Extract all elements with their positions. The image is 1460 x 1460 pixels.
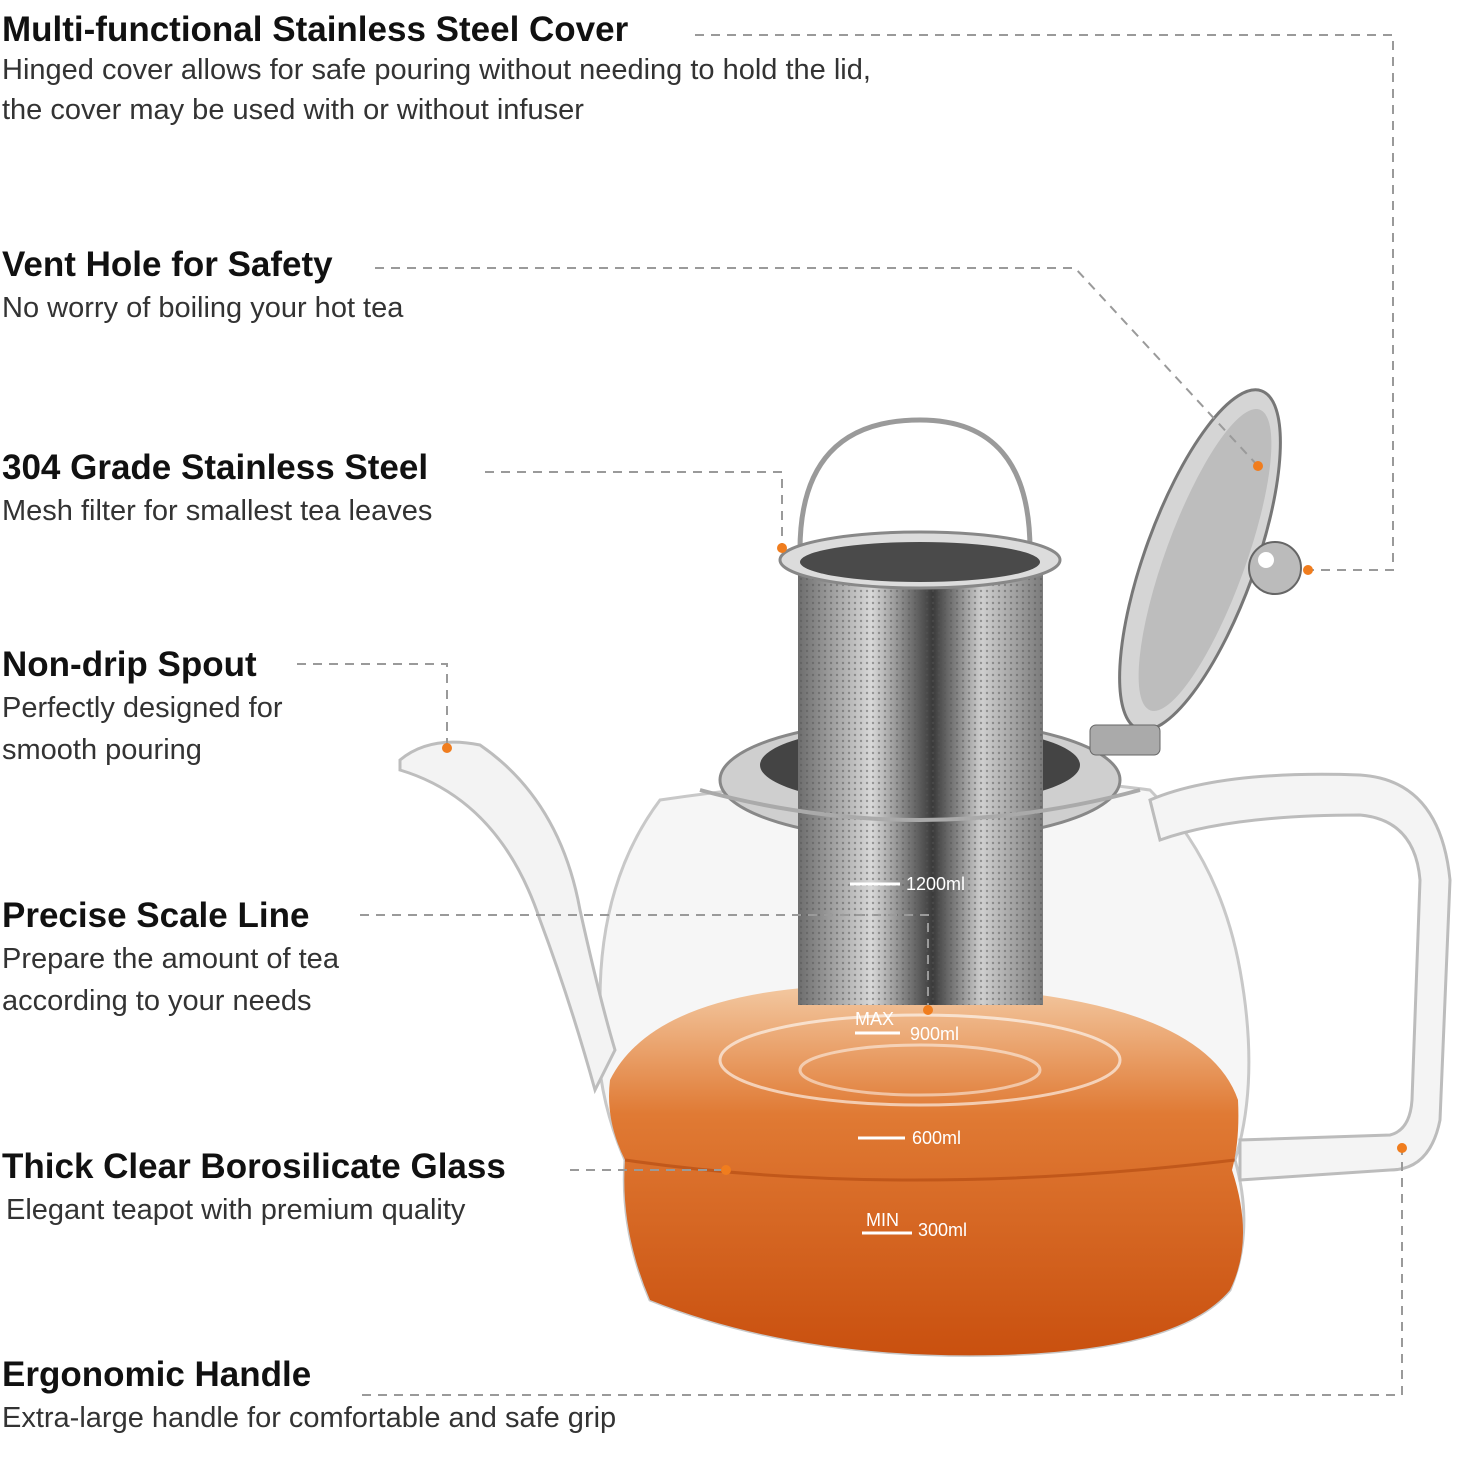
feature-desc: Extra-large handle for comfortable and s…: [2, 1402, 617, 1434]
dot-glass: [721, 1165, 731, 1175]
feature-spout: Non-drip Spout Perfectly designed for sm…: [2, 645, 282, 771]
dot-vent: [1253, 461, 1263, 471]
feature-title: Non-drip Spout: [2, 645, 257, 684]
scale-600: 600ml: [912, 1128, 961, 1148]
feature-glass: Thick Clear Borosilicate Glass Elegant t…: [2, 1147, 506, 1231]
feature-title: Thick Clear Borosilicate Glass: [2, 1147, 506, 1186]
feature-vent: Vent Hole for Safety No worry of boiling…: [2, 245, 403, 329]
scale-300: 300ml: [918, 1220, 967, 1240]
feature-title: Vent Hole for Safety: [2, 245, 333, 284]
dot-scale: [923, 1005, 933, 1015]
feature-handle: Ergonomic Handle Extra-large handle for …: [2, 1355, 616, 1439]
leader-cover: [695, 34, 1394, 571]
glass-body: [596, 775, 1251, 1357]
feature-title: 304 Grade Stainless Steel: [2, 448, 429, 487]
dot-steel: [777, 543, 787, 553]
feature-title: Ergonomic Handle: [2, 1355, 312, 1394]
spout: [398, 740, 617, 1095]
scale-1200: 1200ml: [906, 874, 965, 894]
dot-cover: [1303, 565, 1313, 575]
feature-desc: Prepare the amount of tea: [2, 943, 339, 975]
feature-title: Multi-functional Stainless Steel Cover: [2, 10, 629, 49]
scale-marks: 1200ml MAX 900ml 600ml MIN 300ml: [850, 874, 967, 1240]
leader-spout: [297, 663, 448, 748]
feature-desc: No worry of boiling your hot tea: [2, 292, 404, 324]
leader-lines: [297, 34, 1403, 1396]
leader-handle: [362, 1148, 1403, 1396]
scale-max: MAX: [855, 1009, 894, 1029]
feature-desc: the cover may be used with or without in…: [2, 94, 584, 126]
leader-scale: [360, 914, 929, 1010]
scale-min: MIN: [866, 1210, 899, 1230]
feature-desc: according to your needs: [2, 985, 312, 1017]
scale-900: 900ml: [910, 1024, 959, 1044]
handle: [1148, 772, 1452, 1182]
feature-steel: 304 Grade Stainless Steel Mesh filter fo…: [2, 448, 432, 532]
dot-handle: [1397, 1143, 1407, 1153]
callout-dots: [442, 461, 1407, 1175]
lid: [1089, 388, 1302, 756]
leader-vent: [375, 267, 1259, 467]
feature-desc: Perfectly designed for: [2, 692, 283, 724]
feature-cover: Multi-functional Stainless Steel Cover H…: [2, 10, 871, 130]
feature-desc: Hinged cover allows for safe pouring wit…: [2, 54, 871, 86]
feature-scale: Precise Scale Line Prepare the amount of…: [2, 896, 339, 1022]
dot-spout: [442, 743, 452, 753]
feature-desc: Mesh filter for smallest tea leaves: [2, 495, 433, 527]
infuser: [699, 417, 1141, 1005]
feature-desc: smooth pouring: [2, 734, 202, 766]
feature-desc: Elegant teapot with premium quality: [6, 1194, 466, 1226]
feature-title: Precise Scale Line: [2, 896, 310, 935]
leader-steel: [485, 471, 783, 548]
